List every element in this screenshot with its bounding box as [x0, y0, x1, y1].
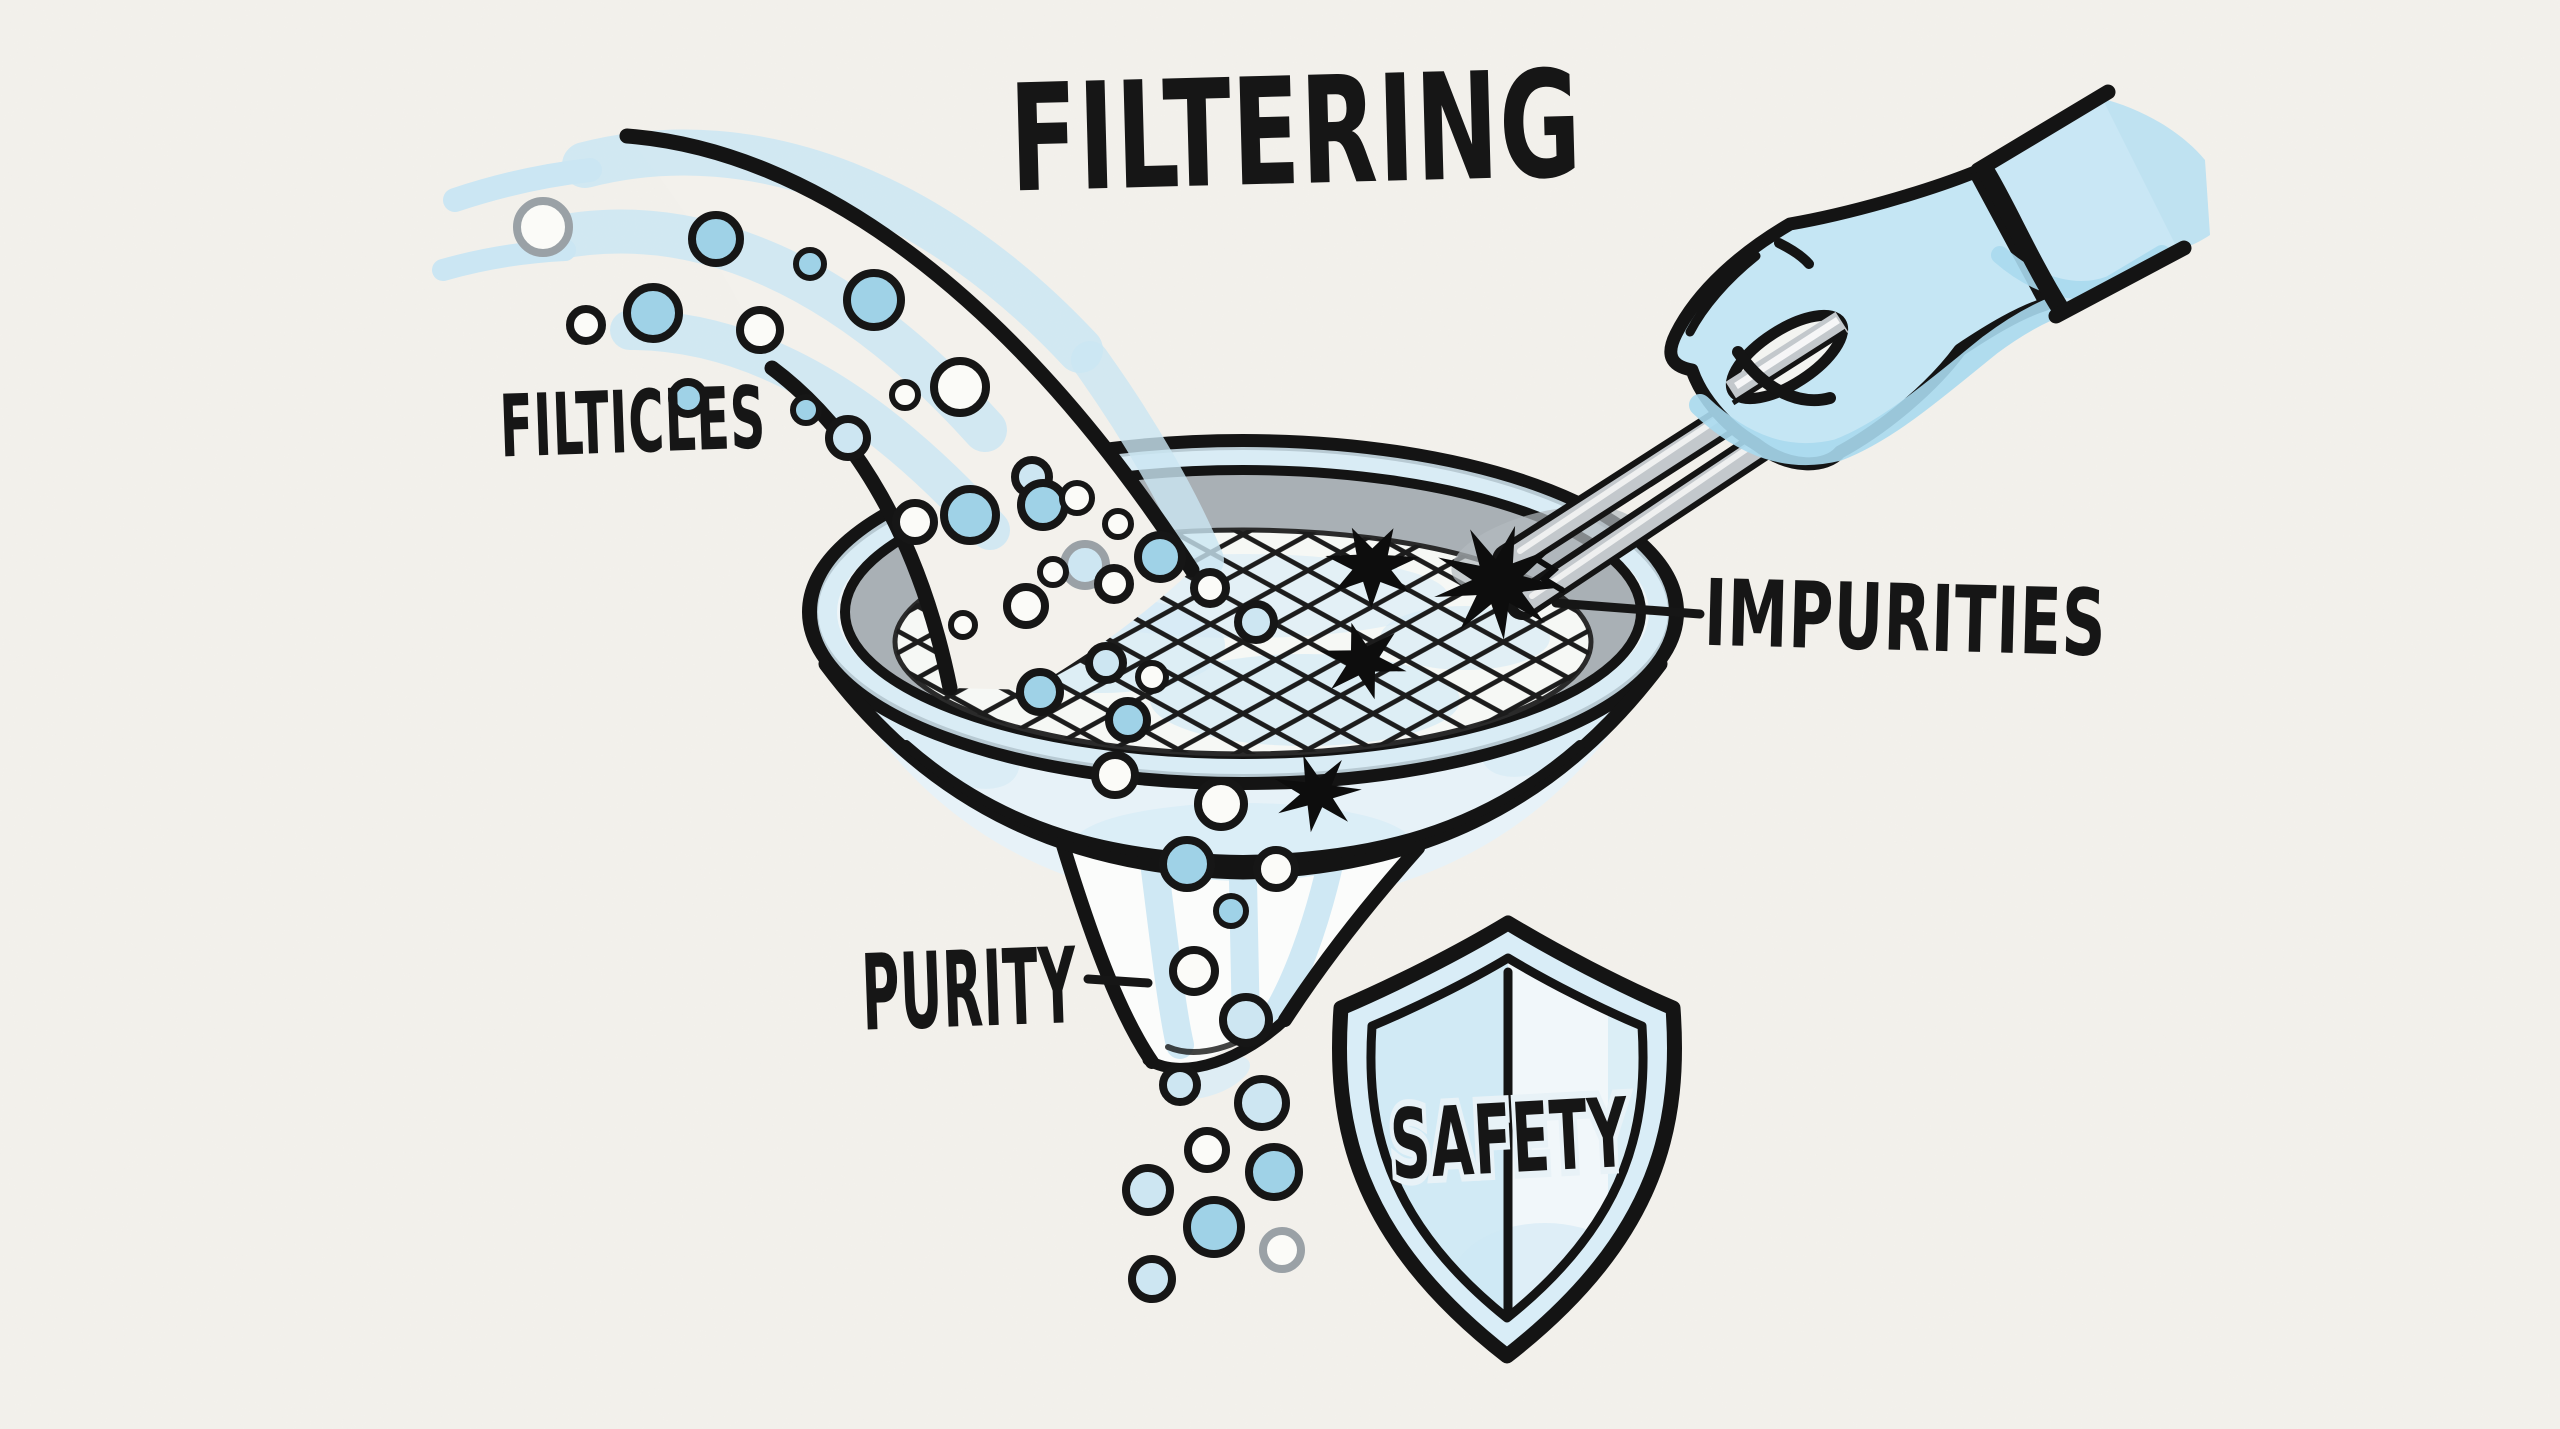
- cuff-front-line: [1976, 161, 2069, 317]
- stream-wash: [523, 209, 1007, 452]
- tong-tip-detail: [1535, 557, 1565, 593]
- gloved-hand: [1664, 84, 2210, 471]
- particle: [513, 197, 573, 257]
- sleeve-wash-overflow: [2100, 98, 2210, 252]
- cone-wash: [1265, 852, 1343, 1023]
- particle: [1017, 479, 1069, 531]
- particle: [1234, 1075, 1290, 1131]
- particle: [1259, 1227, 1305, 1273]
- labels: FILTICLES IMPURITIES PURITY: [498, 368, 2108, 1054]
- particle: [825, 415, 871, 461]
- stream-boundary-top: [619, 128, 1200, 578]
- label-impurities: IMPURITIES: [1703, 560, 2108, 677]
- impurities-leader-line: [1551, 598, 1705, 619]
- particle: [1128, 1255, 1176, 1303]
- particle: [1183, 1196, 1245, 1258]
- spout-cut: [1142, 1012, 1293, 1074]
- particle: [1234, 600, 1278, 644]
- stream-wash: [562, 129, 1103, 373]
- particle: [790, 394, 822, 426]
- particle: [1059, 480, 1095, 516]
- particle: [948, 610, 978, 640]
- label-purity: PURITY: [860, 925, 1080, 1054]
- hand-shade: [1689, 299, 2059, 466]
- particle: [1135, 660, 1169, 694]
- label-safety: SAFETY: [1388, 1077, 1632, 1201]
- knuckle-line: [1774, 238, 1814, 269]
- particle: [1037, 556, 1069, 588]
- particle: [1194, 777, 1248, 831]
- particle: [1094, 564, 1134, 604]
- particle: [688, 211, 744, 267]
- stream-wash: [610, 310, 1010, 550]
- particle: [736, 306, 784, 354]
- filticle-stream: [432, 128, 1224, 696]
- cone-right-edge: [1278, 841, 1425, 1027]
- particle: [892, 499, 938, 545]
- falling-particles: [1122, 1075, 1305, 1303]
- particle: [1169, 946, 1219, 996]
- curled-finger: [1732, 346, 1836, 407]
- particle: [1016, 668, 1064, 716]
- particle: [668, 378, 708, 418]
- particle: [843, 269, 905, 331]
- safety-shield: SAFETY: [1332, 915, 1682, 1364]
- impurity-star: [1325, 527, 1419, 609]
- particle: [1105, 697, 1151, 743]
- particle: [1122, 1164, 1174, 1216]
- particle: [1184, 1127, 1230, 1173]
- cuff-top-line: [1970, 84, 2116, 178]
- particle: [1091, 751, 1139, 799]
- impurity-star: [1434, 525, 1564, 640]
- sleeve-cuff: [1982, 98, 2178, 310]
- particle: [1159, 836, 1215, 892]
- impurity-star: [1274, 755, 1362, 833]
- stream-wash: [1071, 341, 1224, 579]
- bowl-outline-inner: [901, 740, 1585, 866]
- purity-leader-line: [1083, 974, 1153, 988]
- cuff-bottom-line: [2048, 240, 2192, 324]
- grip-gap-tong-edge: [1731, 328, 1848, 406]
- impurity-star: [1319, 622, 1407, 700]
- particle: [930, 357, 990, 417]
- stream-washes: [432, 129, 1224, 579]
- particle: [1245, 1143, 1303, 1201]
- particle: [940, 485, 1000, 545]
- cone-wash: [1141, 856, 1194, 1059]
- particle: [1085, 642, 1127, 684]
- impurity-stars: [1274, 525, 1564, 833]
- mesh-particles: [1017, 479, 1278, 644]
- particle: [1003, 583, 1049, 629]
- particle: [1102, 508, 1134, 540]
- particle: [1253, 846, 1299, 892]
- stream-speed-mark: [443, 158, 602, 212]
- index-finger-fold: [1685, 251, 1761, 337]
- particle: [566, 305, 606, 345]
- label-filticles: FILTICLES: [498, 368, 767, 477]
- cone-particles: [1091, 751, 1299, 1106]
- particle: [1219, 993, 1273, 1047]
- page-title: FILTERING: [1007, 39, 1583, 226]
- particle: [889, 379, 921, 411]
- particle: [623, 283, 683, 343]
- particle: [1134, 531, 1186, 583]
- particle: [793, 247, 827, 281]
- particle: [1159, 1064, 1201, 1106]
- particle: [1190, 568, 1230, 608]
- particle: [1213, 893, 1249, 929]
